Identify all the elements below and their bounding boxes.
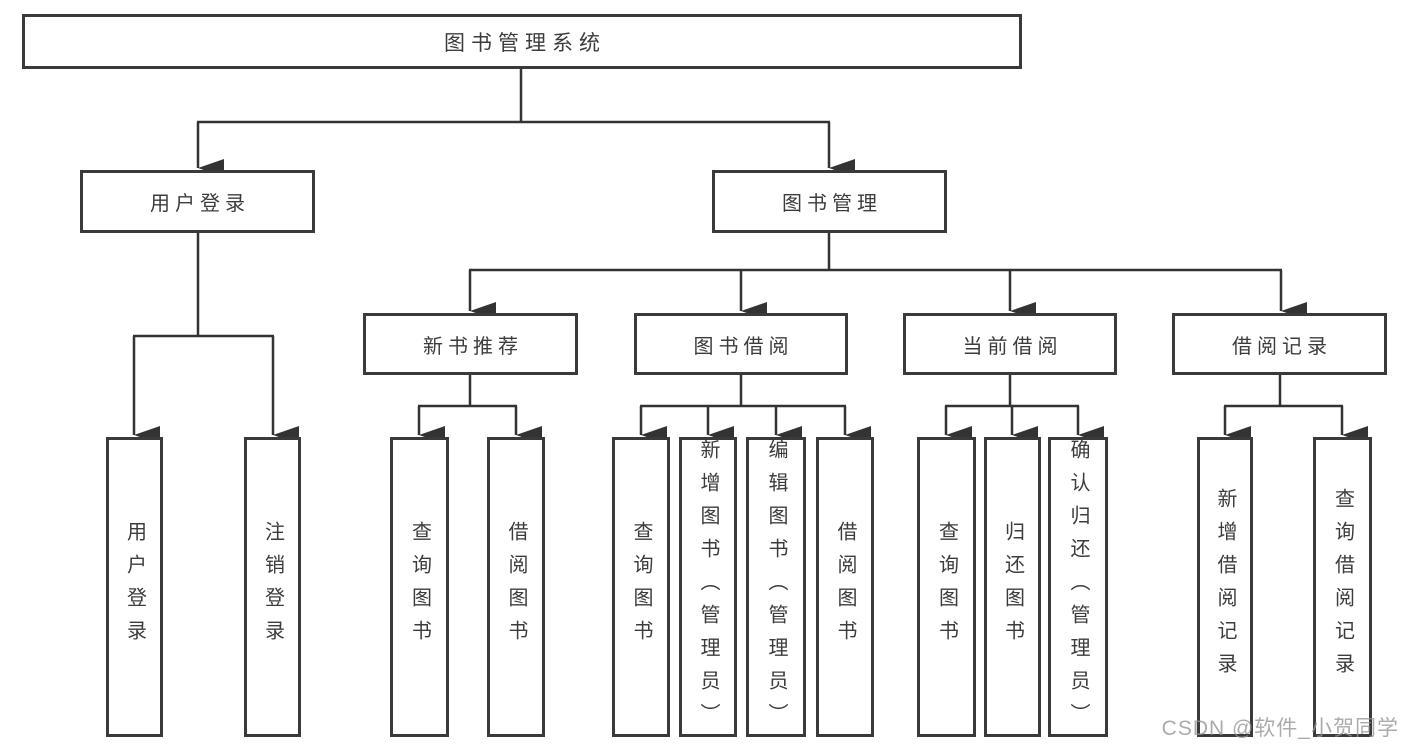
node-borrowing-records: 借阅记录 [1172,313,1387,375]
node-user-login-label: 用户登录 [150,193,250,215]
leaf-borrow-books-recommend-label: 借阅图书 [505,521,527,653]
connector-current-to-leaves [944,375,1104,444]
leaf-logout: 注销登录 [244,437,301,737]
leaf-user-login: 用户登录 [106,437,163,737]
leaf-return-books-label: 归还图书 [1001,521,1024,653]
node-borrowing-records-label: 借阅记录 [1232,335,1332,358]
node-new-book-recommend: 新书推荐 [363,313,578,375]
leaf-return-books: 归还图书 [984,437,1041,737]
leaf-query-books-borrow: 查询图书 [612,437,670,737]
node-book-management: 图书管理 [712,170,947,233]
leaf-query-books-borrow-label: 查询图书 [630,521,652,653]
node-root-label: 图书管理系统 [444,31,606,55]
leaf-borrow-books-recommend: 借阅图书 [487,437,545,737]
connector-record-to-leaves [1223,375,1368,444]
leaf-add-books-admin-label: 新增图书（管理员） [697,438,719,736]
leaf-add-books-admin: 新增图书（管理员） [679,437,737,737]
leaf-borrow-books-label: 借阅图书 [834,521,856,653]
connector-new-book-to-leaves [417,375,542,444]
leaf-query-books-recommend-label: 查询图书 [408,521,431,653]
node-book-management-label: 图书管理 [782,193,882,215]
connector-book-borrow-to-leaves [639,375,871,444]
leaf-query-borrow-record: 查询借阅记录 [1313,437,1372,737]
leaf-query-books-recommend: 查询图书 [390,437,449,737]
connector-book-mgmt-to-level3 [468,233,1307,320]
node-new-book-recommend-label: 新书推荐 [423,335,523,358]
node-book-borrowing-label: 图书借阅 [693,335,794,358]
leaf-user-login-label: 用户登录 [123,521,146,653]
leaf-logout-label: 注销登录 [261,521,284,653]
leaf-confirm-return-admin-label: 确认归还（管理员） [1067,438,1089,736]
node-current-borrowing-label: 当前借阅 [962,335,1063,358]
node-user-login: 用户登录 [80,170,315,233]
leaf-add-borrow-record: 新增借阅记录 [1197,437,1253,737]
leaf-query-books-current: 查询图书 [917,437,976,737]
leaf-borrow-books: 借阅图书 [816,437,874,737]
connector-user-login-to-leaves [132,233,299,444]
leaf-add-borrow-record-label: 新增借阅记录 [1214,488,1236,686]
leaf-edit-books-admin: 编辑图书（管理员） [746,437,806,737]
connector-root-to-level2 [196,68,855,177]
leaf-query-books-current-label: 查询图书 [935,521,958,653]
node-root-system: 图书管理系统 [22,14,1022,69]
csdn-watermark: CSDN @软件_小贺同学 [1161,717,1399,740]
leaf-edit-books-admin-label: 编辑图书（管理员） [765,438,787,736]
leaf-query-borrow-record-label: 查询借阅记录 [1331,488,1354,686]
node-book-borrowing: 图书借阅 [634,313,848,375]
node-current-borrowing: 当前借阅 [903,313,1117,375]
leaf-confirm-return-admin: 确认归还（管理员） [1048,437,1108,737]
